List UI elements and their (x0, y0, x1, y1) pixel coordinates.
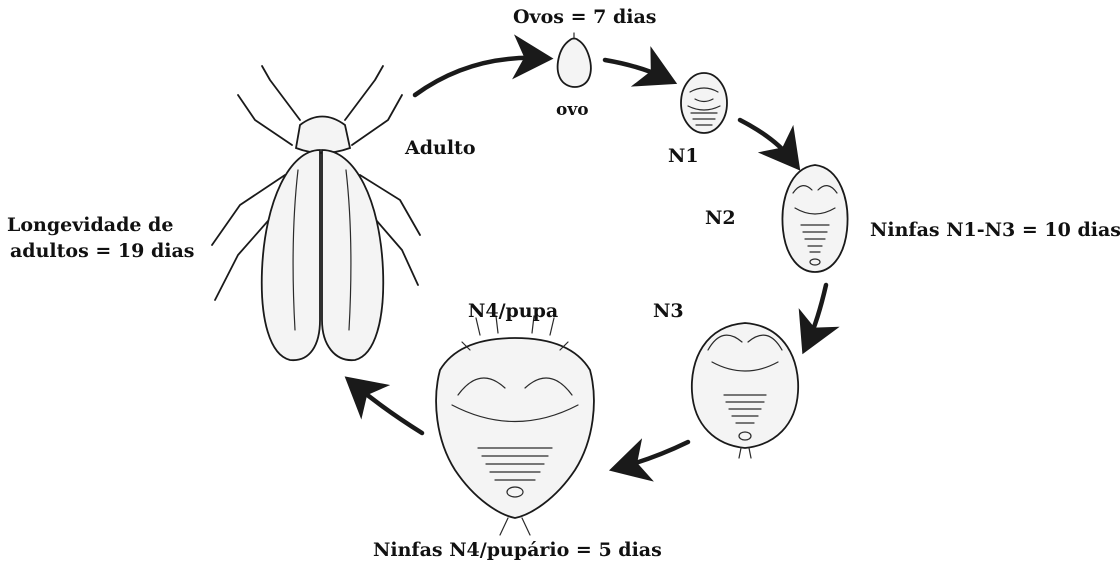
label-nymphs-n1-n3-duration: Ninfas N1-N3 = 10 dias (870, 219, 1120, 242)
label-n1: N1 (668, 145, 699, 168)
label-n2: N2 (705, 207, 736, 230)
arrow-n1-to-n2 (740, 120, 792, 160)
label-adult: Adulto (405, 137, 476, 160)
n3-nymph-drawing (692, 323, 798, 458)
n4-pupa-drawing (436, 316, 594, 535)
n1-nymph-drawing (681, 73, 727, 133)
label-egg: ovo (556, 100, 589, 120)
arrow-adult-to-egg (415, 58, 540, 95)
egg-drawing (558, 33, 591, 87)
adult-insect-drawing (212, 66, 420, 360)
arrow-n4-to-adult (355, 385, 422, 433)
arrow-n2-to-n3 (808, 285, 826, 342)
label-n4-pupa: N4/pupa (468, 300, 558, 323)
label-longevity-line2: adultos = 19 dias (10, 240, 195, 263)
label-nymphs-n4-duration: Ninfas N4/pupário = 5 dias (373, 539, 662, 562)
arrow-n3-to-n4 (622, 442, 688, 467)
n2-nymph-drawing (782, 165, 847, 272)
arrow-egg-to-n1 (605, 60, 665, 78)
label-n3: N3 (653, 300, 684, 323)
label-eggs-duration: Ovos = 7 dias (513, 6, 656, 29)
label-longevity-line1: Longevidade de (7, 214, 173, 237)
